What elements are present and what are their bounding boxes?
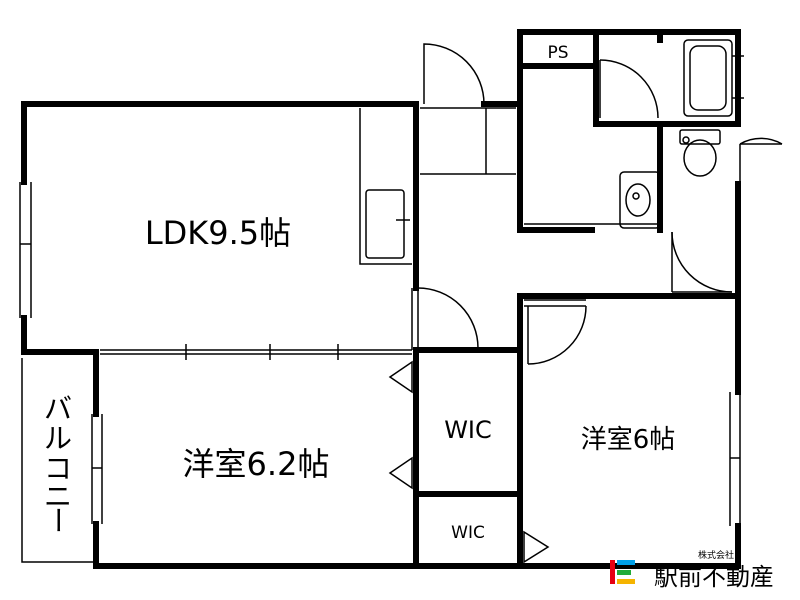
thin-lines xyxy=(19,39,783,564)
room-label-wic-large: WIC xyxy=(444,416,492,444)
room-label-western-b: 洋室6帖 xyxy=(581,425,676,455)
balcony-outline xyxy=(21,358,94,563)
walls xyxy=(21,29,741,569)
logo-bar-yellow xyxy=(617,579,635,584)
room-label-ldk: LDK9.5帖 xyxy=(145,214,291,252)
toilet xyxy=(679,129,783,184)
balcony-char: バ xyxy=(44,392,72,425)
balcony-char: ル xyxy=(44,422,72,455)
logo-bar-red xyxy=(610,560,615,584)
window-western-b xyxy=(729,392,741,526)
wic-small-door xyxy=(523,530,550,564)
entry-area xyxy=(420,43,516,175)
washroom xyxy=(524,59,661,229)
room-label-wic-small: WIC xyxy=(451,523,485,543)
window-ldk xyxy=(19,182,32,318)
closet-doors-a xyxy=(388,360,413,490)
room-label-western-a: 洋室6.2帖 xyxy=(183,445,330,483)
toilet-door xyxy=(671,231,733,293)
kitchen-counter xyxy=(359,108,412,265)
room-label-ps: PS xyxy=(547,43,568,63)
sliding-door-ldk xyxy=(100,344,412,360)
balcony-char: コ xyxy=(44,452,72,485)
logo-bar-blue xyxy=(617,560,635,565)
company-logo: 株式会社 駅前不動産 xyxy=(610,549,774,591)
room-label-balcony: バ ル コ ニ ー xyxy=(41,392,74,534)
logo-company-type: 株式会社 xyxy=(698,549,734,561)
balcony-char: ー xyxy=(41,506,74,534)
ldk-door xyxy=(411,287,479,350)
logo-company-name: 駅前不動産 xyxy=(654,563,774,591)
western-b-door xyxy=(524,299,587,365)
window-balcony xyxy=(91,414,103,524)
logo-bar-green xyxy=(617,570,631,575)
balcony-char: ニ xyxy=(44,480,72,513)
